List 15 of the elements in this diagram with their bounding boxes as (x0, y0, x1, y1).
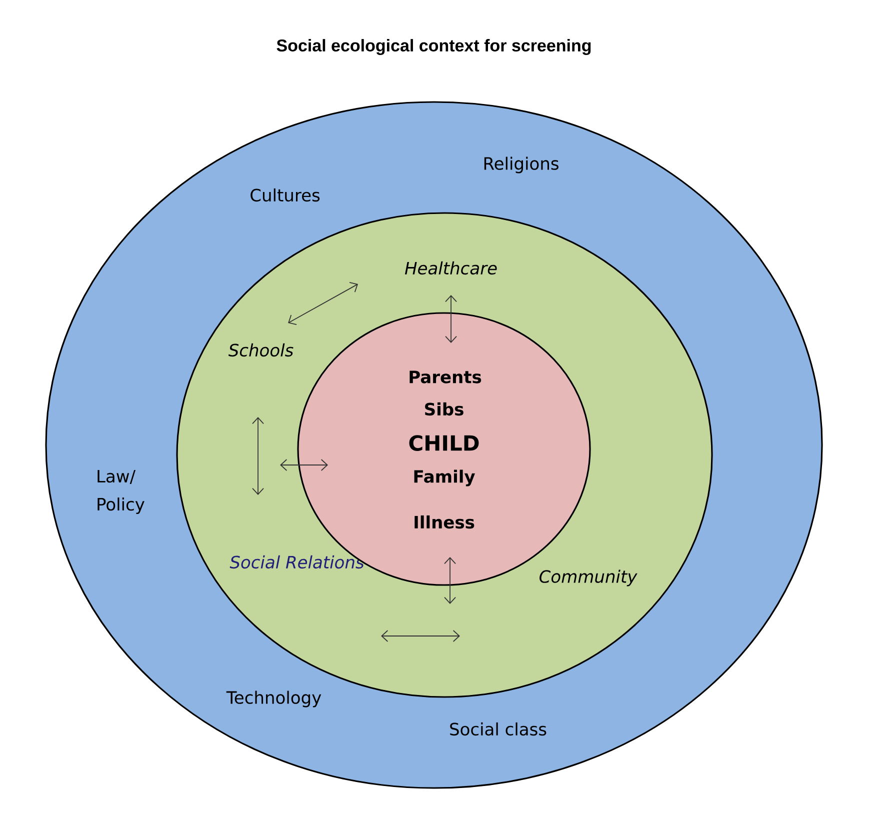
ring-label: Healthcare (404, 261, 497, 275)
ring-label: Religions (484, 156, 558, 174)
ring-label: CHILD (409, 435, 479, 451)
ring-label: Family (414, 470, 475, 486)
ring-label: Illness (414, 515, 474, 529)
ring-label: Sibs (425, 402, 464, 416)
ring-label: Parents (410, 370, 482, 384)
ring-label: Social class (450, 722, 546, 736)
ring-label: Community (540, 570, 638, 586)
ring-label: Social Relations (230, 555, 364, 569)
ring-label: Schools (228, 343, 294, 357)
ring-label: Technology (226, 690, 322, 708)
ring-label: Law/ Policy (98, 470, 144, 514)
ring-label: Cultures (250, 188, 320, 202)
title: Social ecological context for screening (276, 39, 591, 55)
